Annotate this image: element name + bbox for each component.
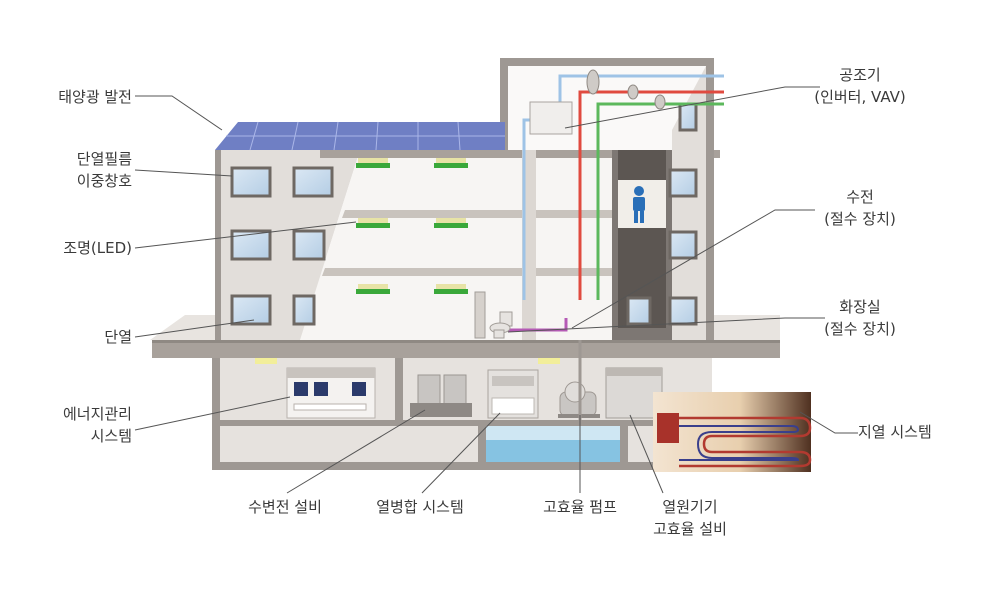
chp-equipment (488, 370, 538, 418)
label-insulation-film: 단열필름 이중창호 (20, 148, 132, 192)
ems-cabinet (287, 368, 375, 418)
label-insulation: 단열 (20, 326, 132, 348)
label-restroom: 화장실 (절수 장치) (800, 296, 920, 340)
label-air-handler: 공조기 (인버터, VAV) (800, 64, 920, 108)
label-solar: 태양광 발전 (20, 86, 132, 108)
label-pump: 고효율 펌프 (520, 496, 640, 518)
label-geothermal: 지열 시스템 (858, 421, 968, 443)
geothermal-system (653, 392, 811, 472)
label-power-facility: 수변전 설비 (225, 496, 345, 518)
label-chp-system: 열병합 시스템 (360, 496, 480, 518)
label-heat-source: 열원기기 고효율 설비 (630, 496, 750, 540)
label-faucet: 수전 (절수 장치) (800, 186, 920, 230)
label-energy-management: 에너지관리 시스템 (20, 403, 132, 447)
solar-panels (215, 122, 505, 150)
label-led-lighting: 조명(LED) (20, 237, 132, 259)
